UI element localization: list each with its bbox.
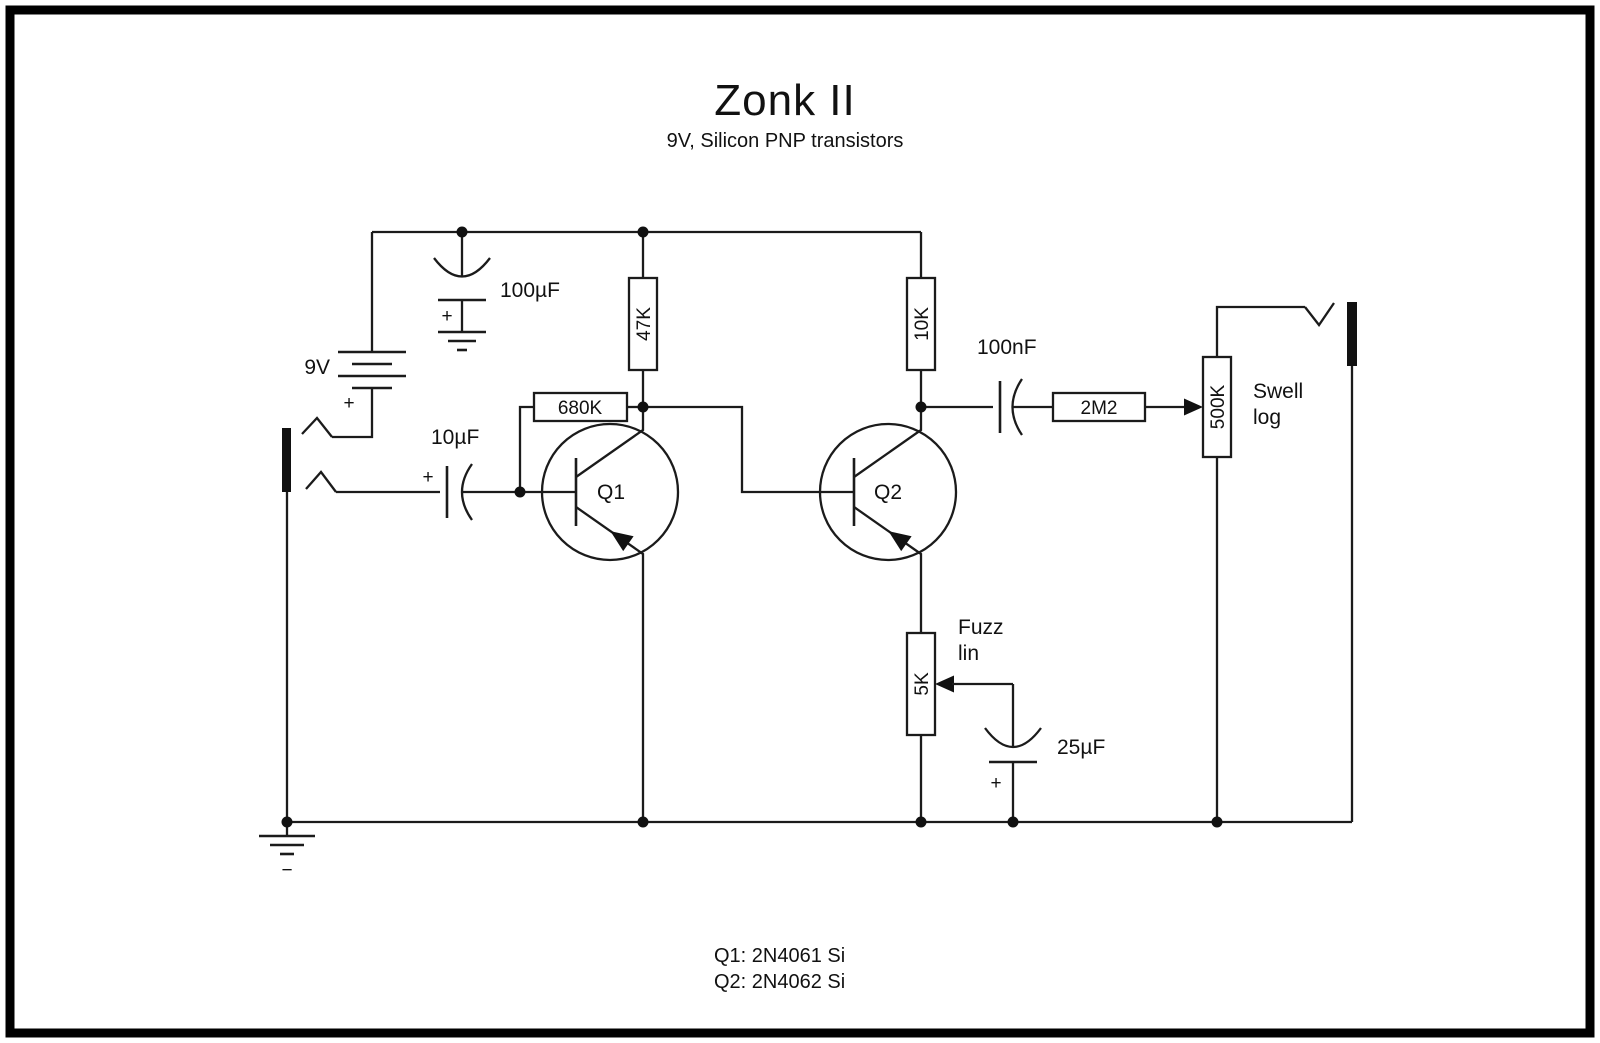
input-jack-sleeve-bar (282, 428, 291, 492)
bypass-cap-plus-sign: + (990, 773, 1001, 794)
transistor-q1: Q1 (520, 407, 680, 822)
input-jack-tip-contact (305, 470, 337, 493)
resistor-680k: 680K (518, 391, 643, 492)
swell-pot-wiper-arrow (1184, 398, 1203, 416)
interstage-wire (643, 405, 854, 494)
swell-pot-500k: 500K Swell log (1201, 305, 1305, 822)
transistor-q1-emitter-arrow (610, 531, 634, 552)
header: Zonk II 9V, Silicon PNP transistors (667, 76, 904, 152)
transistor-q2-label: Q2 (874, 481, 902, 504)
page-subtitle: 9V, Silicon PNP transistors (667, 130, 904, 152)
filter-cap-100uf: 100µF + (433, 232, 560, 352)
fuzz-pot-name-line1: Fuzz (958, 616, 1004, 639)
page-title: Zonk II (714, 76, 856, 125)
swell-pot-value-label: 500K (1208, 384, 1229, 429)
input-cap-plus-sign: + (422, 467, 433, 488)
filter-cap-plus-sign: + (441, 306, 452, 327)
output-jack-sleeve-bar (1347, 302, 1357, 366)
resistor-47k-label: 47K (634, 307, 655, 341)
output-jack (1304, 302, 1357, 822)
ground-symbol-filter (438, 330, 486, 352)
battery-value-label: 9V (304, 356, 330, 379)
fuzz-pot-value-label: 5K (912, 672, 933, 696)
junction-dots (281, 226, 1223, 828)
output-cap-value-label: 100nF (977, 336, 1037, 359)
ground-minus-sign: − (281, 860, 292, 881)
fuzz-pot-wiper-arrow (935, 675, 954, 693)
battery-plus-sign: + (343, 393, 354, 414)
resistor-47k: 47K (627, 232, 659, 407)
resistor-2m2-label: 2M2 (1081, 398, 1118, 419)
swell-pot-name-line2: log (1253, 406, 1281, 429)
bypass-cap-25uf: 25µF + (984, 684, 1105, 822)
input-cap-10uf: 10µF + (336, 426, 520, 521)
transistor-q2-body (818, 422, 958, 562)
notes: Q1: 2N4061 Si Q2: 2N4062 Si (714, 945, 845, 993)
note-q1: Q1: 2N4061 Si (714, 945, 845, 967)
resistor-2m2: 2M2 (1051, 391, 1203, 423)
output-cap-100nf: 100nF (921, 336, 1053, 436)
transistor-q2: Q2 (818, 407, 958, 633)
fuzz-pot-5k: 5K Fuzz lin (905, 616, 1013, 822)
filter-cap-value-label: 100µF (500, 279, 560, 302)
transistor-q2-emitter-arrow (888, 531, 912, 552)
resistor-10k: 10K (905, 232, 937, 407)
resistor-680k-label: 680K (558, 398, 603, 419)
output-jack-tip-contact (1304, 302, 1335, 327)
ground-rail-bottom: − (259, 820, 1352, 881)
transistor-q1-body (540, 422, 680, 562)
note-q2: Q2: 2N4062 Si (714, 971, 845, 993)
page-border (5, 5, 1595, 1038)
input-jack (282, 416, 337, 822)
input-cap-value-label: 10µF (431, 426, 479, 449)
transistor-q1-label: Q1 (597, 481, 625, 504)
battery-9v: 9V + (304, 232, 406, 439)
input-jack-ring-contact (301, 416, 333, 438)
resistor-10k-label: 10K (912, 307, 933, 341)
swell-pot-name-line1: Swell (1253, 380, 1303, 403)
schematic: 9V + 100µF + (259, 226, 1357, 881)
fuzz-pot-name-line2: lin (958, 642, 979, 665)
bypass-cap-value-label: 25µF (1057, 736, 1105, 759)
